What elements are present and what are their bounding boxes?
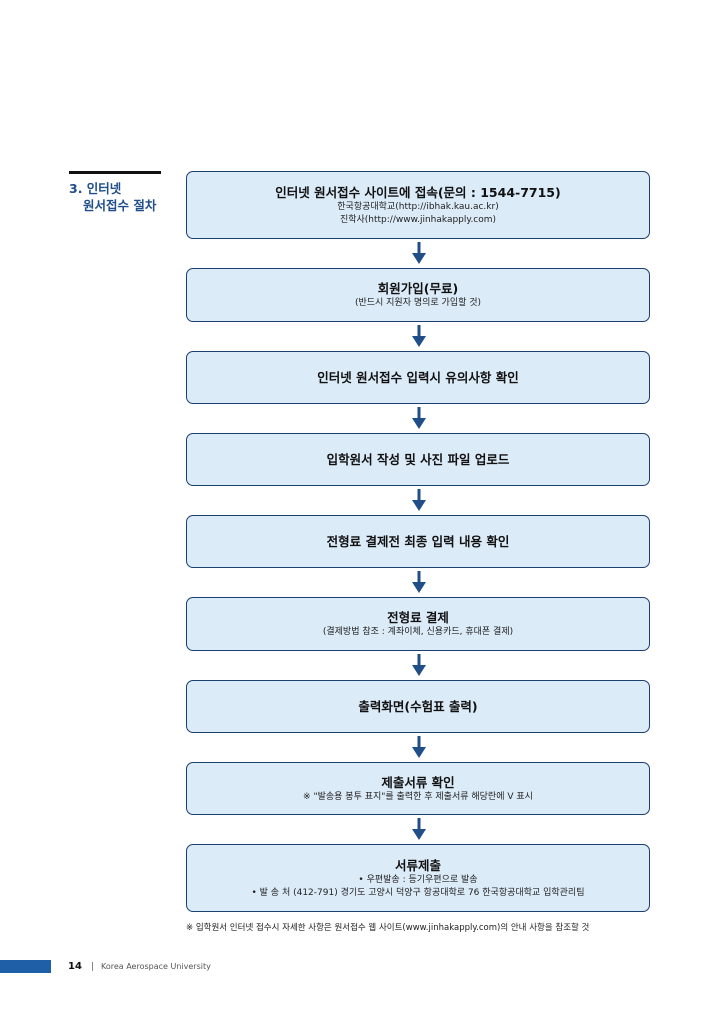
down-arrow-icon [412,818,426,840]
step-6-title: 전형료 결제 [387,610,449,625]
step-6-line-1: (결제방법 참조 : 계좌이체, 신용카드, 휴대폰 결제) [322,627,514,637]
step-8-line-1: ※ "발송용 봉투 표지"를 출력한 후 제출서류 해당란에 V 표시 [303,791,533,802]
step-4-box: 입학원서 작성 및 사진 파일 업로드 [186,433,650,486]
step-7-box: 출력화면(수험표 출력) [186,680,650,733]
page-number: 14 [68,961,82,972]
section-title-line1: 3. 인터넷 [69,181,122,196]
step-2-line-1: (반드시 지원자 명의로 가입할 것) [354,298,482,308]
footer-separator [92,962,93,971]
down-arrow-icon [412,407,426,429]
step-9-title: 서류제출 [394,857,441,873]
step-5-box: 전형료 결제전 최종 입력 내용 확인 [186,515,650,568]
down-arrow-icon [412,325,426,347]
down-arrow-icon [412,242,426,264]
step-5-title: 전형료 결제전 최종 입력 내용 확인 [326,534,510,549]
section-rule [69,171,161,174]
step-6-box: 전형료 결제 (결제방법 참조 : 계좌이체, 신용카드, 휴대폰 결제) [186,597,650,651]
step-8-title: 제출서류 확인 [381,774,455,790]
step-7-title: 출력화면(수험표 출력) [358,699,478,714]
step-1-title: 인터넷 원서접수 사이트에 접속(문의 : 1544-7715) [275,184,561,200]
step-9-box: 서류제출 • 우편발송 : 등기우편으로 발송 • 발 송 처 (412-791… [186,844,650,912]
down-arrow-icon [412,654,426,676]
step-2-box: 회원가입(무료) (반드시 지원자 명의로 가입할 것) [186,268,650,322]
step-4-title: 입학원서 작성 및 사진 파일 업로드 [326,452,510,467]
step-1-box: 인터넷 원서접수 사이트에 접속(문의 : 1544-7715) 한국항공대학교… [186,171,650,239]
section-title-line2: 원서접수 절차 [83,198,157,213]
step-2-title: 회원가입(무료) [377,281,459,296]
down-arrow-icon [412,489,426,511]
step-1-line-1: 한국항공대학교(http://ibhak.kau.ac.kr) [337,201,499,212]
step-9-line-1: • 우편발송 : 등기우편으로 발송 [358,874,478,885]
university-name: Korea Aerospace University [101,962,211,971]
step-1-line-2: 진학사(http://www.jinhakapply.com) [339,214,497,225]
step-3-box: 인터넷 원서접수 입력시 유의사항 확인 [186,351,650,404]
footnote: ※ 입학원서 인터넷 접수시 자세한 사항은 원서접수 웹 사이트(www.ji… [186,923,590,933]
step-3-title: 인터넷 원서접수 입력시 유의사항 확인 [317,370,519,385]
down-arrow-icon [412,736,426,758]
down-arrow-icon [412,571,426,593]
footer-accent-bar [0,960,51,973]
section-title: 3. 인터넷 원서접수 절차 [69,180,169,214]
step-8-box: 제출서류 확인 ※ "발송용 봉투 표지"를 출력한 후 제출서류 해당란에 V… [186,762,650,815]
step-9-line-2: • 발 송 처 (412-791) 경기도 고양시 덕양구 항공대학로 76 한… [251,887,585,898]
